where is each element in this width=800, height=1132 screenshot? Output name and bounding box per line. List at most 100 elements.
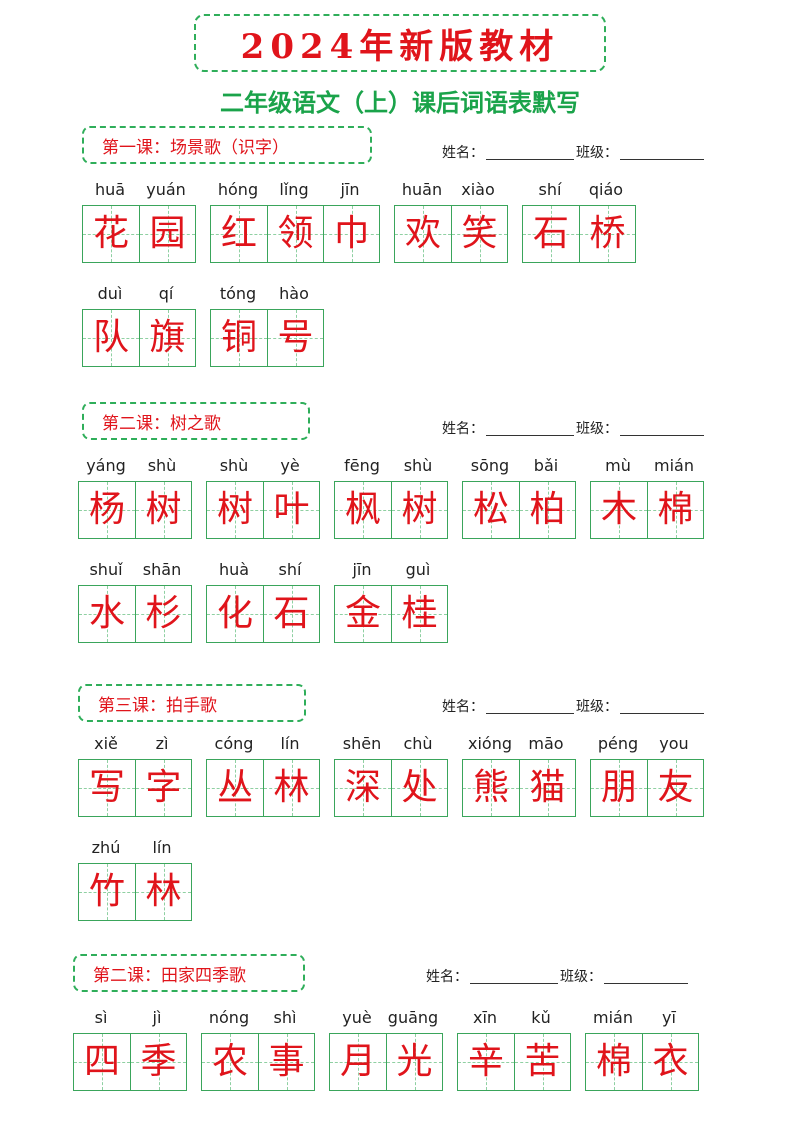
tianzige-cell[interactable]: 衣 (642, 1034, 698, 1090)
hanzi-character: 字 (145, 767, 182, 808)
tianzige-cell[interactable]: 领 (267, 206, 323, 262)
tianzige-cell[interactable]: 事 (258, 1034, 314, 1090)
tianzige-cell[interactable]: 队 (83, 310, 139, 366)
tianzige-cell[interactable]: 农 (202, 1034, 258, 1090)
pinyin: xióng (468, 734, 512, 753)
hanzi-character: 季 (140, 1041, 177, 1082)
tianzige-cell[interactable]: 松 (463, 482, 519, 538)
tianzige-cell[interactable]: 月 (330, 1034, 386, 1090)
tianzige-cell[interactable]: 笑 (451, 206, 507, 262)
hanzi-character: 猫 (529, 767, 566, 808)
pinyin: māo (528, 734, 564, 753)
tianzige-cell[interactable]: 巾 (323, 206, 379, 262)
name-label: 姓名： (442, 421, 484, 437)
tianzige-cell[interactable]: 金 (335, 586, 391, 642)
tianzige-cell[interactable]: 石 (523, 206, 579, 262)
pinyin: huà (218, 560, 250, 579)
tianzige-cell[interactable]: 竹 (79, 864, 135, 920)
tianzige-cell[interactable]: 柏 (519, 482, 575, 538)
pinyin: yuè (342, 1008, 372, 1027)
pinyin: mù (605, 456, 631, 475)
tianzige-cell[interactable]: 木 (591, 482, 647, 538)
tianzige-cell[interactable]: 写 (79, 760, 135, 816)
tianzige-cell[interactable]: 树 (391, 482, 447, 538)
pinyin: xīn (472, 1008, 498, 1027)
hanzi-character: 红 (220, 213, 257, 254)
name-blank-line[interactable] (486, 421, 574, 436)
class-blank-line[interactable] (604, 969, 688, 984)
name-blank-line[interactable] (470, 969, 558, 984)
tianzige-cell[interactable]: 叶 (263, 482, 319, 538)
pinyin: cóng (214, 734, 254, 753)
tianzige-grid: 丛林 (206, 759, 320, 817)
tianzige-cell[interactable]: 花 (83, 206, 139, 262)
tianzige-cell[interactable]: 棉 (647, 482, 703, 538)
tianzige-cell[interactable]: 光 (386, 1034, 442, 1090)
tianzige-cell[interactable]: 树 (135, 482, 191, 538)
pinyin: kǔ (531, 1008, 551, 1027)
tianzige-cell[interactable]: 杨 (79, 482, 135, 538)
tianzige-cell[interactable]: 林 (135, 864, 191, 920)
tianzige-cell[interactable]: 林 (263, 760, 319, 816)
tianzige-cell[interactable]: 园 (139, 206, 195, 262)
name-blank-line[interactable] (486, 699, 574, 714)
tianzige-cell[interactable]: 号 (267, 310, 323, 366)
pinyin: huān (401, 180, 443, 199)
class-label: 班级： (576, 421, 618, 437)
class-blank-line[interactable] (620, 145, 704, 160)
class-blank-line[interactable] (620, 699, 704, 714)
tianzige-cell[interactable]: 苦 (514, 1034, 570, 1090)
tianzige-cell[interactable]: 棉 (586, 1034, 642, 1090)
tianzige-cell[interactable]: 深 (335, 760, 391, 816)
tianzige-cell[interactable]: 树 (207, 482, 263, 538)
tianzige-grid: 杨树 (78, 481, 192, 539)
tianzige-cell[interactable]: 石 (263, 586, 319, 642)
hanzi-character: 林 (145, 871, 182, 912)
tianzige-cell[interactable]: 处 (391, 760, 447, 816)
tianzige-cell[interactable]: 友 (647, 760, 703, 816)
tianzige-cell[interactable]: 熊 (463, 760, 519, 816)
tianzige-cell[interactable]: 化 (207, 586, 263, 642)
hanzi-character: 桥 (589, 213, 626, 254)
name-blank-line[interactable] (486, 145, 574, 160)
hanzi-character: 队 (92, 317, 129, 358)
hanzi-character: 铜 (220, 317, 257, 358)
tianzige-cell[interactable]: 字 (135, 760, 191, 816)
tianzige-cell[interactable]: 水 (79, 586, 135, 642)
tianzige-cell[interactable]: 丛 (207, 760, 263, 816)
hanzi-character: 写 (88, 767, 125, 808)
tianzige-cell[interactable]: 桂 (391, 586, 447, 642)
tianzige-cell[interactable]: 四 (74, 1034, 130, 1090)
class-blank-line[interactable] (620, 421, 704, 436)
tianzige-cell[interactable]: 红 (211, 206, 267, 262)
tianzige-cell[interactable]: 旗 (139, 310, 195, 366)
hanzi-character: 欢 (404, 213, 441, 254)
tianzige-cell[interactable]: 猫 (519, 760, 575, 816)
tianzige-cell[interactable]: 桥 (579, 206, 635, 262)
hanzi-character: 金 (344, 593, 381, 634)
pinyin-line: xióng māo (462, 734, 576, 756)
tianzige-cell[interactable]: 季 (130, 1034, 186, 1090)
tianzige-cell[interactable]: 枫 (335, 482, 391, 538)
tianzige-cell[interactable]: 朋 (591, 760, 647, 816)
tianzige-grid: 熊猫 (462, 759, 576, 817)
tianzige-cell[interactable]: 杉 (135, 586, 191, 642)
tianzige-cell[interactable]: 铜 (211, 310, 267, 366)
tianzige-cell[interactable]: 欢 (395, 206, 451, 262)
tianzige-cell[interactable]: 辛 (458, 1034, 514, 1090)
